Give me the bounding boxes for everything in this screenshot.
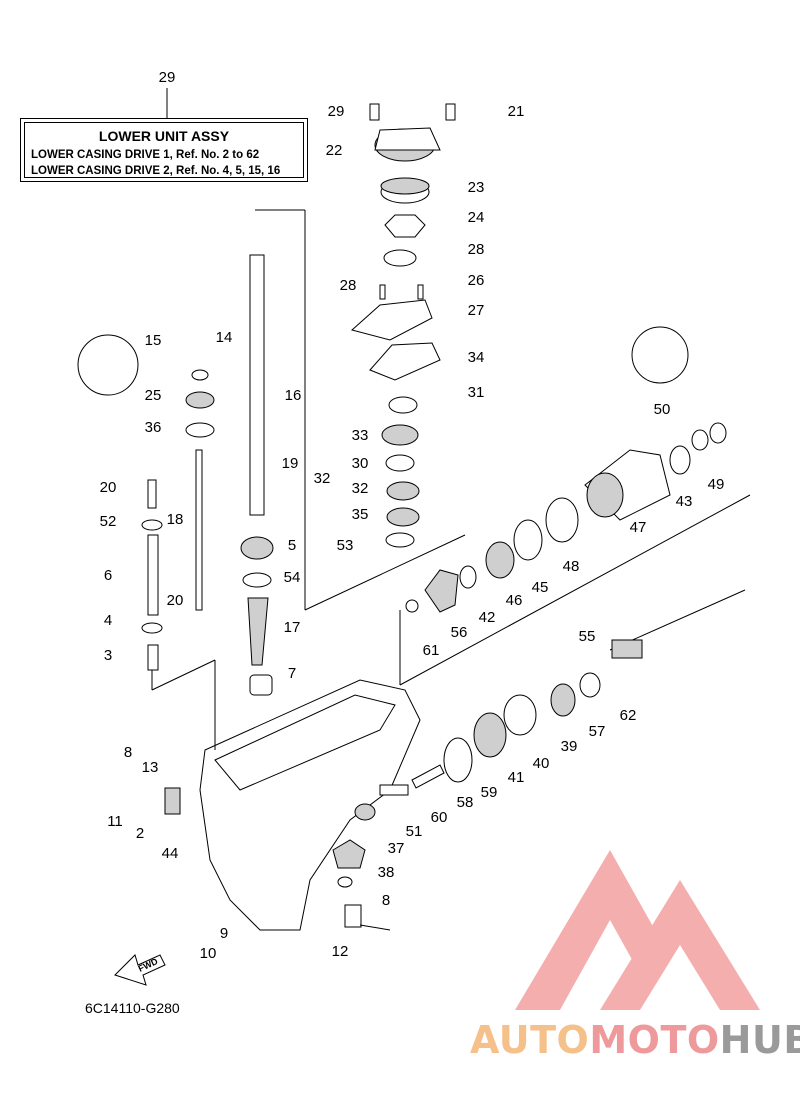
- callout-label: 55: [579, 628, 596, 645]
- callout-label: 24: [468, 209, 485, 226]
- callout-label: 51: [406, 823, 423, 840]
- callout-label: 41: [508, 769, 525, 786]
- title: LOWER UNIT ASSY: [98, 128, 230, 144]
- callout-label: 32: [314, 470, 331, 487]
- callout-label: 6: [104, 567, 112, 584]
- callout-label: 61: [423, 642, 440, 659]
- callout-label: 20: [167, 592, 184, 609]
- callout-label: 44: [162, 845, 179, 862]
- callout-label: 45: [532, 579, 549, 596]
- callout-label: 33: [352, 427, 369, 444]
- callout-label: 53: [337, 537, 354, 554]
- callout-label: 11: [107, 813, 123, 830]
- callout-label: 48: [563, 558, 580, 575]
- callout-label: 54: [284, 569, 301, 586]
- callout-label: 42: [479, 609, 496, 626]
- callout-label: 4: [104, 612, 112, 629]
- callout-label: 62: [620, 707, 637, 724]
- callout-label: 52: [100, 513, 117, 530]
- callout-label: 16: [285, 387, 302, 404]
- callout-label: 8: [382, 892, 390, 909]
- callout-label: 9: [220, 925, 228, 942]
- diagram-code: 6C14110-G280: [85, 1000, 180, 1016]
- brand-moto: MOTO: [589, 1018, 720, 1062]
- callout-label: 2: [136, 825, 144, 842]
- callout-label: 49: [708, 476, 725, 493]
- title-line-1: LOWER CASING DRIVE 1, Ref. No. 2 to 62: [31, 149, 260, 161]
- lower-casing: [151, 659, 421, 931]
- callout-label: 26: [468, 272, 485, 289]
- callout-label: 37: [388, 840, 405, 857]
- callout-label: 15: [145, 332, 162, 349]
- callout-label: 21: [508, 103, 525, 120]
- left-parts: [77, 334, 215, 671]
- callout-label: 56: [451, 624, 468, 641]
- callout-label: 46: [506, 592, 523, 609]
- callout-label: 7: [288, 665, 296, 682]
- brand-hub: HUB: [719, 1018, 800, 1062]
- callout-label: 29: [159, 69, 176, 86]
- callout-label: 32: [352, 480, 369, 497]
- title-line-2: LOWER CASING DRIVE 2, Ref. No. 4, 5, 15,…: [31, 165, 281, 177]
- callout-label: 36: [145, 419, 162, 436]
- callout-label: 31: [468, 384, 485, 401]
- callout-label: 27: [468, 302, 485, 319]
- callout-label: 28: [468, 241, 485, 258]
- callout-label: 10: [200, 945, 217, 962]
- callout-label: 3: [104, 647, 112, 664]
- callout-label: 23: [468, 179, 485, 196]
- callout-label: 18: [167, 511, 184, 528]
- callout-label: 29: [328, 103, 345, 120]
- callout-label: 39: [561, 738, 578, 755]
- callout-label: 22: [326, 142, 343, 159]
- callout-label: 5: [288, 537, 296, 554]
- callout-label: 59: [481, 784, 498, 801]
- callout-label: 8: [124, 744, 132, 761]
- callout-label: 25: [145, 387, 162, 404]
- callout-label: 19: [282, 455, 299, 472]
- fwd-arrow-icon: FWD: [114, 954, 166, 986]
- callout-label: 14: [216, 329, 233, 346]
- watermark-brand: AUTOMOTOHUB: [470, 1018, 800, 1062]
- callout-label: 57: [589, 723, 606, 740]
- callout-label: 30: [352, 455, 369, 472]
- callout-label: 60: [431, 809, 448, 826]
- brand-auto: AUTO: [470, 1018, 590, 1062]
- watermark-logo: [515, 850, 760, 1010]
- callout-label: 35: [352, 506, 369, 523]
- callout-label: 58: [457, 794, 474, 811]
- drive-shaft: [240, 209, 466, 696]
- callout-label: 43: [676, 493, 693, 510]
- water-pump-group: [350, 103, 456, 548]
- callout-label: 13: [142, 759, 159, 776]
- callout-label: 38: [378, 864, 395, 881]
- callout-label: 28: [340, 277, 357, 294]
- callout-label: 40: [533, 755, 550, 772]
- callout-label: 12: [332, 943, 349, 960]
- callout-label: 17: [284, 619, 301, 636]
- callout-label: 50: [654, 401, 671, 418]
- callout-label: 47: [630, 519, 647, 536]
- callout-label: 20: [100, 479, 117, 496]
- callout-label: 34: [468, 349, 485, 366]
- title-box: LOWER UNIT ASSY LOWER CASING DRIVE 1, Re…: [20, 118, 308, 182]
- prop-shaft-group: [164, 326, 751, 931]
